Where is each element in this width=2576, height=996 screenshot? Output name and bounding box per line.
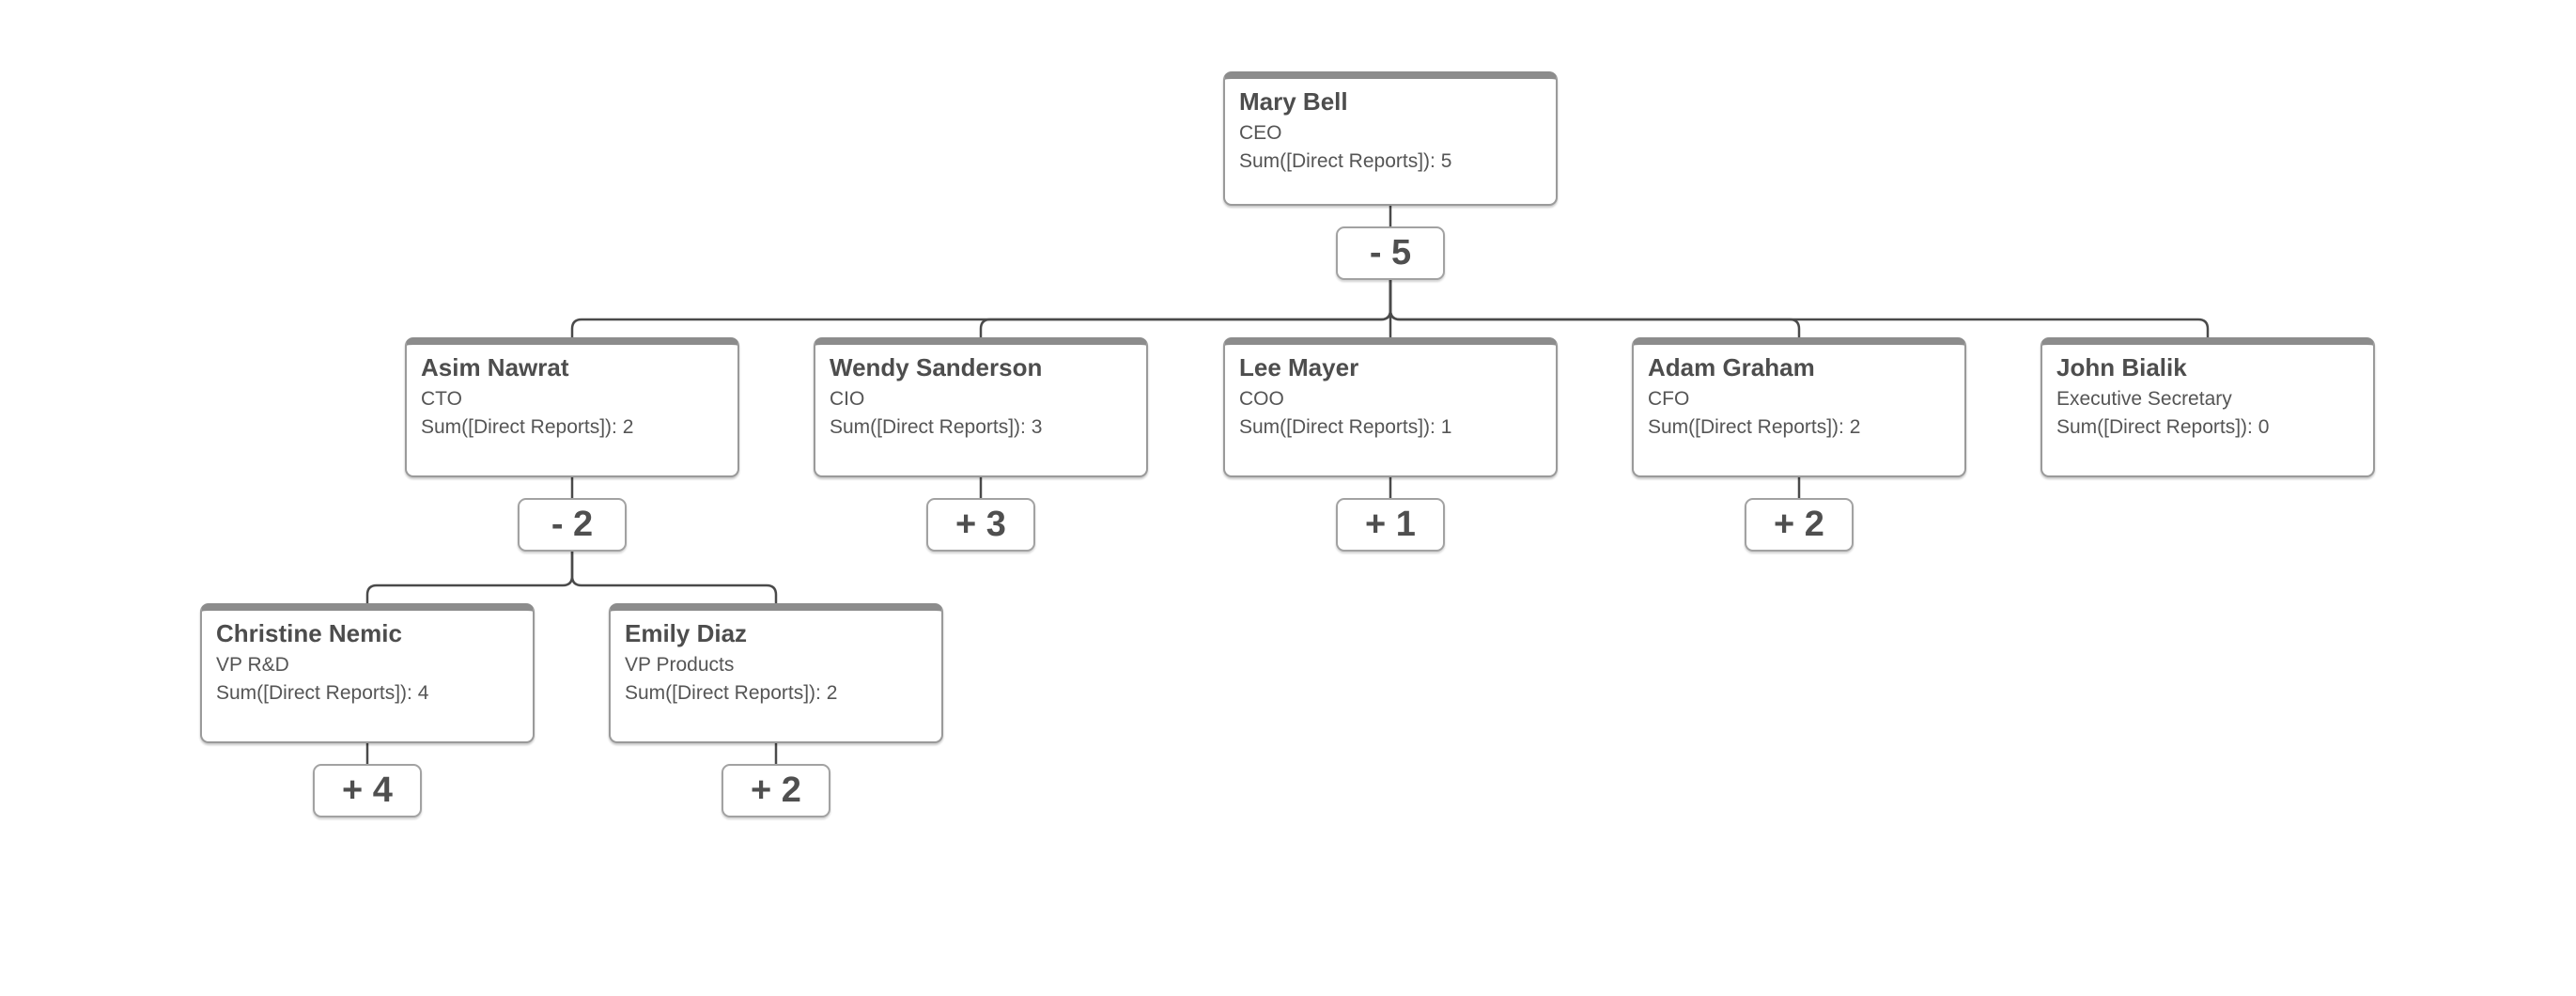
person-name: Mary Bell (1239, 87, 1348, 116)
connector-line (570, 550, 778, 605)
org-node-card[interactable]: Wendy Sanderson CIO Sum([Direct Reports]… (814, 337, 1148, 477)
expand-collapse-button[interactable]: + 4 (313, 764, 422, 817)
person-measure: Sum([Direct Reports]): 2 (625, 682, 838, 704)
org-node-card[interactable]: Christine Nemic VP R&D Sum([Direct Repor… (200, 603, 535, 743)
person-name: Adam Graham (1648, 353, 1815, 381)
org-node-card[interactable]: John Bialik Executive Secretary Sum([Dir… (2041, 337, 2375, 477)
person-name: Lee Mayer (1239, 353, 1359, 381)
person-measure: Sum([Direct Reports]): 0 (2056, 416, 2270, 438)
person-title: VP Products (625, 654, 735, 676)
person-measure: Sum([Direct Reports]): 2 (421, 416, 634, 438)
person-measure: Sum([Direct Reports]): 4 (216, 682, 429, 704)
person-name: Wendy Sanderson (830, 353, 1043, 381)
person-measure: Sum([Direct Reports]): 5 (1239, 150, 1452, 172)
person-name: Christine Nemic (216, 619, 402, 647)
org-node-card[interactable]: Lee Mayer COO Sum([Direct Reports]): 1 (1223, 337, 1558, 477)
org-node-card[interactable]: Adam Graham CFO Sum([Direct Reports]): 2 (1632, 337, 1966, 477)
person-name: Emily Diaz (625, 619, 748, 647)
person-measure: Sum([Direct Reports]): 1 (1239, 416, 1452, 438)
person-title: CIO (830, 388, 865, 410)
person-title: CEO (1239, 122, 1282, 144)
connector-line (570, 278, 1392, 339)
person-title: COO (1239, 388, 1284, 410)
org-node-card[interactable]: Mary Bell CEO Sum([Direct Reports]): 5 (1223, 71, 1558, 206)
person-title: Executive Secretary (2056, 388, 2232, 410)
expand-collapse-button[interactable]: - 5 (1336, 226, 1445, 280)
connector-line (365, 550, 574, 605)
connector-line (1389, 278, 2210, 339)
expand-collapse-button[interactable]: + 3 (926, 498, 1035, 552)
person-title: CTO (421, 388, 462, 410)
person-measure: Sum([Direct Reports]): 3 (830, 416, 1043, 438)
expand-collapse-button[interactable]: + 2 (722, 764, 830, 817)
org-node-card[interactable]: Emily Diaz VP Products Sum([Direct Repor… (609, 603, 943, 743)
expand-collapse-button[interactable]: - 2 (518, 498, 627, 552)
person-measure: Sum([Direct Reports]): 2 (1648, 416, 1861, 438)
org-node-card[interactable]: Asim Nawrat CTO Sum([Direct Reports]): 2 (405, 337, 739, 477)
person-name: Asim Nawrat (421, 353, 569, 381)
person-name: John Bialik (2056, 353, 2187, 381)
person-title: VP R&D (216, 654, 289, 676)
expand-collapse-button[interactable]: + 2 (1745, 498, 1854, 552)
connector-line (979, 278, 1392, 339)
connector-line (1389, 278, 1801, 339)
expand-collapse-button[interactable]: + 1 (1336, 498, 1445, 552)
person-title: CFO (1648, 388, 1690, 410)
